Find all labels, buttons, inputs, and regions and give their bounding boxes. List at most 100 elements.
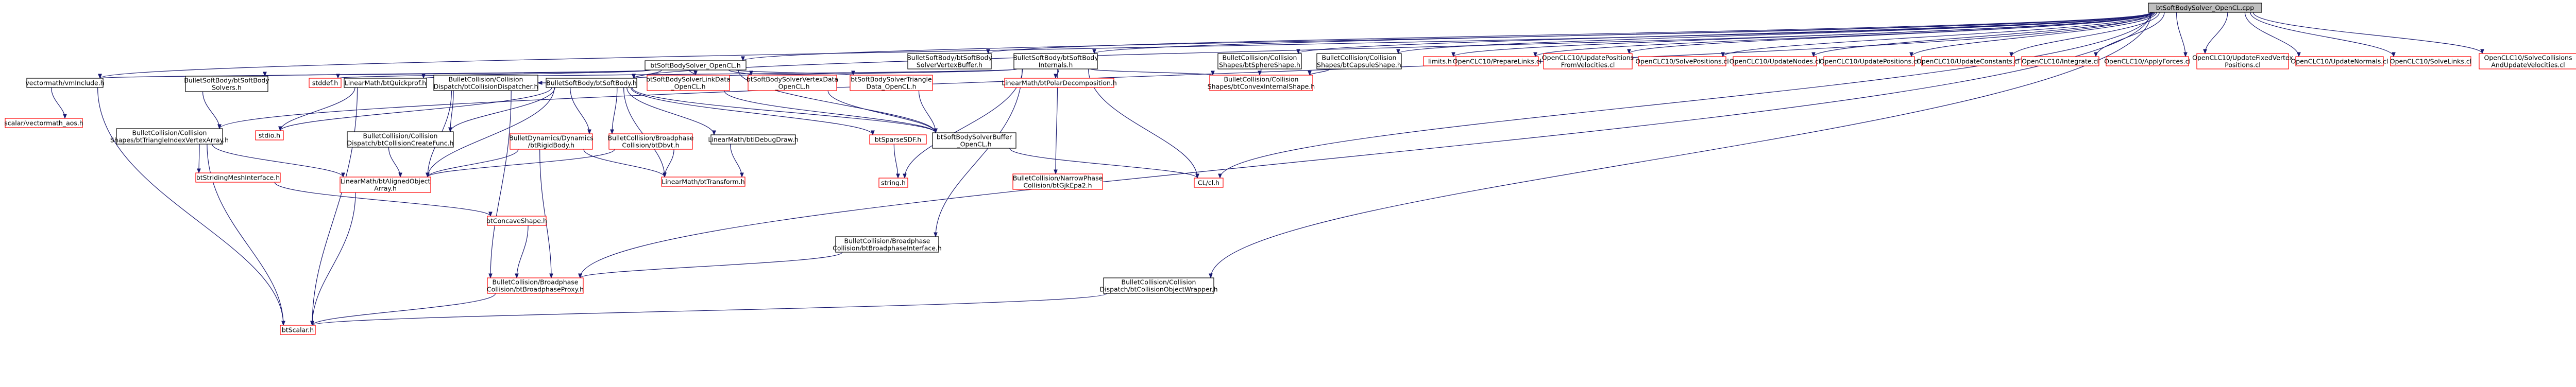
edge-root-to-clh: [1220, 12, 2152, 178]
node-label: btSoftBodySolver_OpenCL.cpp: [2156, 4, 2254, 12]
node-label: BulletCollision/Collision: [1223, 54, 1297, 62]
node-clh[interactable]: CL/cl.h: [1194, 178, 1224, 188]
node-label: Dispatch/btCollisionObjectWrapper.h: [1099, 286, 1217, 293]
node-label: BulletCollision/Collision: [1224, 76, 1299, 83]
edge-oclh-to-linkdata: [689, 69, 696, 76]
node-stddef[interactable]: stddef.h: [309, 78, 342, 88]
node-box: [1103, 277, 1214, 294]
node-string[interactable]: string.h: [878, 178, 908, 188]
edge-root-to-k_fixed: [2205, 12, 2228, 54]
node-btscalar[interactable]: btScalar.h: [280, 325, 316, 335]
node-quickprof[interactable]: LinearMath/btQuickprof.h: [344, 78, 427, 88]
edge-softbody-to-createfunc: [450, 87, 555, 132]
node-box: [1316, 53, 1402, 69]
node-root[interactable]: btSoftBodySolver_OpenCL.cpp: [2148, 3, 2262, 13]
edge-quickprof-to-stdio: [280, 87, 355, 131]
node-box: [932, 132, 1016, 149]
node-box: [661, 177, 745, 187]
node-vbuf[interactable]: BulletSoftBody/btSoftBodySolverVertexBuf…: [907, 53, 992, 69]
node-label: FromVelocities.cl: [1561, 61, 1615, 69]
node-label: _OpenCL.h: [774, 83, 809, 91]
edge-root-to-capsule: [1398, 12, 2153, 54]
node-capsule[interactable]: BulletCollision/CollisionShapes/btCapsul…: [1316, 53, 1402, 69]
node-stdio[interactable]: stdio.h: [255, 130, 284, 140]
node-proxy[interactable]: BulletCollision/BroadphaseCollision/btBr…: [487, 277, 584, 294]
edge-createfunc-to-aligned: [388, 147, 400, 178]
edge-internals-to-convexinternal: [1090, 68, 1213, 76]
edge-root-to-wrapper: [1211, 12, 2152, 278]
edge-root-to-k_normals: [2244, 12, 2299, 57]
node-broadiface[interactable]: BulletCollision/BroadphaseCollision/btBr…: [833, 236, 942, 253]
edge-sbsolvers-to-triindex: [202, 91, 219, 129]
node-box: [487, 216, 547, 226]
node-label: btSoftBodySolverVertexData: [747, 76, 838, 83]
edge-softbody-to-dbvt: [612, 87, 618, 134]
node-createfunc[interactable]: BulletCollision/CollisionDispatch/btColl…: [347, 131, 454, 148]
node-concave[interactable]: btConcaveShape.h: [486, 216, 547, 226]
node-k_upd_nodes[interactable]: OpenCLC10/UpdateNodes.cl: [1730, 56, 1821, 66]
edge-root-to-vbuf: [988, 12, 2151, 54]
node-box: [2479, 53, 2576, 69]
node-vm[interactable]: vectormath/vmInclude.h: [25, 78, 105, 88]
node-sparsesdf[interactable]: btSparseSDF.h: [869, 134, 927, 145]
node-k_apply[interactable]: OpenCLC10/ApplyForces.cl: [2104, 56, 2191, 66]
node-label: btSparseSDF.h: [875, 136, 921, 144]
node-objepsal[interactable]: BulletCollision/NarrowPhaseCollision/btG…: [1012, 173, 1103, 190]
node-debugdraw[interactable]: LinearMath/btIDebugDraw.h: [708, 134, 799, 145]
node-dispatcher[interactable]: BulletCollision/CollisionDispatch/btColl…: [433, 75, 538, 91]
edge-dispatcher-to-proxy: [490, 90, 512, 278]
node-oclh[interactable]: btSoftBodySolver_OpenCL.h: [645, 60, 747, 71]
node-k_update_from[interactable]: OpenCLC10/UpdatePositionsFromVelocities.…: [1542, 53, 1634, 69]
node-limits[interactable]: limits.h: [1423, 56, 1457, 66]
edge-solverbuffer-to-clh: [1009, 148, 1197, 179]
node-polar[interactable]: LinearMath/btPolarDecomposition.h: [1002, 78, 1117, 88]
node-scalar[interactable]: scalar/vectormath_aos.h: [4, 118, 83, 128]
edge-sparsesdf-to-string: [893, 144, 898, 178]
node-label: AndUpdateVelocities.cl: [2491, 61, 2565, 69]
node-k_collisions[interactable]: OpenCLC10/SolveCollisionsAndUpdateVeloci…: [2479, 53, 2576, 69]
node-dbvt[interactable]: BulletCollision/BroadphaseCollision/btDb…: [608, 133, 694, 150]
node-solverbuffer[interactable]: btSoftBodySolverBuffer_OpenCL.h: [932, 132, 1016, 149]
node-label: OpenCLC10/PrepareLinks.cl: [1453, 58, 1541, 65]
node-hashmap[interactable]: btStridingMeshInterface.h: [195, 172, 281, 183]
node-rigidbody[interactable]: BulletDynamics/Dynamics/btRigidBody.h: [509, 133, 594, 150]
node-k_normals[interactable]: OpenCLC10/UpdateNormals.cl: [2291, 56, 2388, 66]
node-vertexdata[interactable]: btSoftBodySolverVertexData_OpenCL.h: [747, 75, 838, 91]
node-box: [2148, 3, 2262, 13]
edge-oclh-to-vertexdata: [728, 69, 751, 76]
node-linkdata[interactable]: btSoftBodySolverLinkData_OpenCL.h: [646, 75, 731, 91]
node-box: [748, 75, 837, 91]
node-label: BulletCollision/Broadphase: [493, 278, 579, 286]
node-k_integrate[interactable]: OpenCLC10/Integrate.cl: [2021, 56, 2099, 66]
node-label: limits.h: [1428, 58, 1452, 65]
node-k_upd_const[interactable]: OpenCLC10/UpdateConstants.cl: [1917, 56, 2020, 66]
node-label: OpenCLC10/UpdateNormals.cl: [2291, 58, 2388, 65]
node-k_solve_pos[interactable]: OpenCLC10/SolvePositions.cl: [1635, 56, 1729, 66]
node-box: [280, 325, 316, 335]
node-k_prepare[interactable]: OpenCLC10/PrepareLinks.cl: [1453, 56, 1541, 66]
node-wrapper[interactable]: BulletCollision/CollisionDispatch/btColl…: [1099, 277, 1218, 294]
node-label: BulletCollision/NarrowPhase: [1013, 174, 1103, 182]
edge-root-to-k_solve_pos: [1723, 12, 2155, 57]
node-sphere[interactable]: BulletCollision/CollisionShapes/btSphere…: [1217, 53, 1302, 69]
edge-wrapper-to-btscalar: [312, 293, 1108, 326]
edge-root-to-sphere: [1298, 12, 2152, 54]
node-triindex[interactable]: BulletCollision/CollisionShapes/btTriang…: [110, 128, 229, 145]
node-softbody[interactable]: BulletSoftBody/btSoftBody.h: [546, 78, 637, 88]
node-k_solvelinks[interactable]: OpenCLC10/SolveLinks.cl: [2390, 56, 2472, 66]
node-k_upd_pos[interactable]: OpenCLC10/UpdatePositions.cl: [1820, 56, 1919, 66]
node-label: OpenCLC10/SolvePositions.cl: [1635, 58, 1729, 65]
edge-root-to-k_upd_const: [2011, 12, 2160, 57]
node-transform[interactable]: LinearMath/btTransform.h: [661, 177, 745, 187]
node-box: [850, 75, 933, 91]
node-convexinternal[interactable]: BulletCollision/CollisionShapes/btConvex…: [1208, 75, 1315, 91]
node-label: btStridingMeshInterface.h: [196, 174, 280, 182]
node-box: [116, 128, 223, 145]
node-label: BulletDynamics/Dynamics: [509, 134, 594, 142]
